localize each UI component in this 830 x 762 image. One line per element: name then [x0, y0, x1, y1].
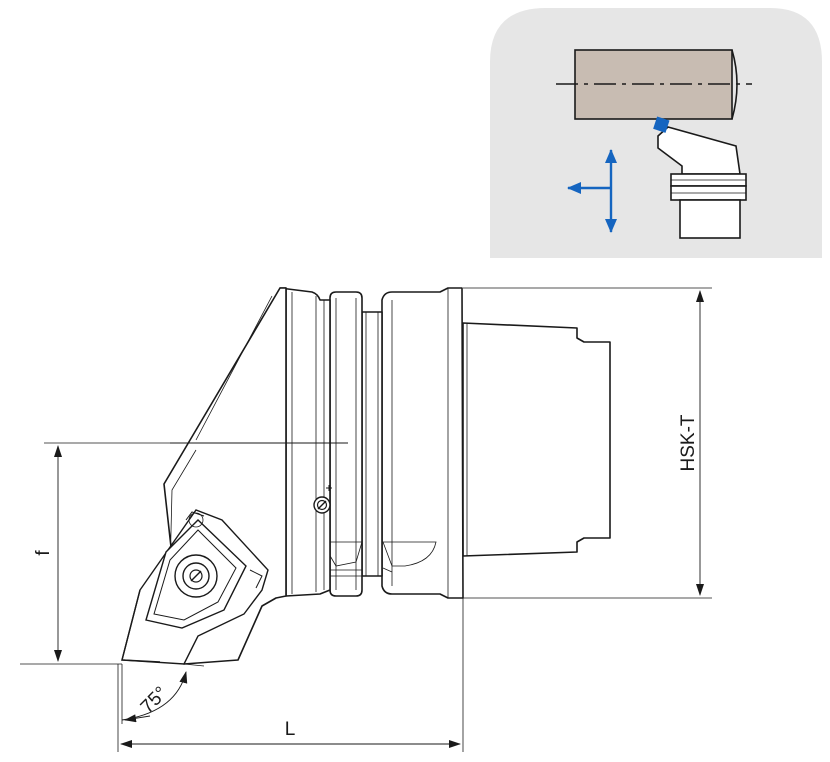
tool-holder-icon [657, 126, 747, 239]
flange [381, 287, 464, 599]
hsk-shank [462, 322, 611, 557]
dimension-label-hsk-t: HSK-T [678, 414, 699, 471]
insert-screw [174, 554, 218, 598]
holder-body [279, 287, 331, 597]
gripper-groove [361, 311, 383, 577]
dimension-label-f: f [33, 550, 54, 556]
dimension-label-angle: 75° [137, 683, 172, 718]
dimension-label-l: L [285, 719, 296, 740]
operation-inset [490, 8, 822, 258]
inset-background [490, 8, 822, 258]
feed-direction-arrows-icon [567, 149, 617, 233]
clamp-screw [313, 485, 332, 514]
tool-drawing [121, 287, 611, 665]
collar [329, 291, 363, 597]
cutting-insert-icon [653, 116, 670, 133]
dimension-lines [20, 287, 712, 752]
workpiece-icon [556, 49, 752, 120]
